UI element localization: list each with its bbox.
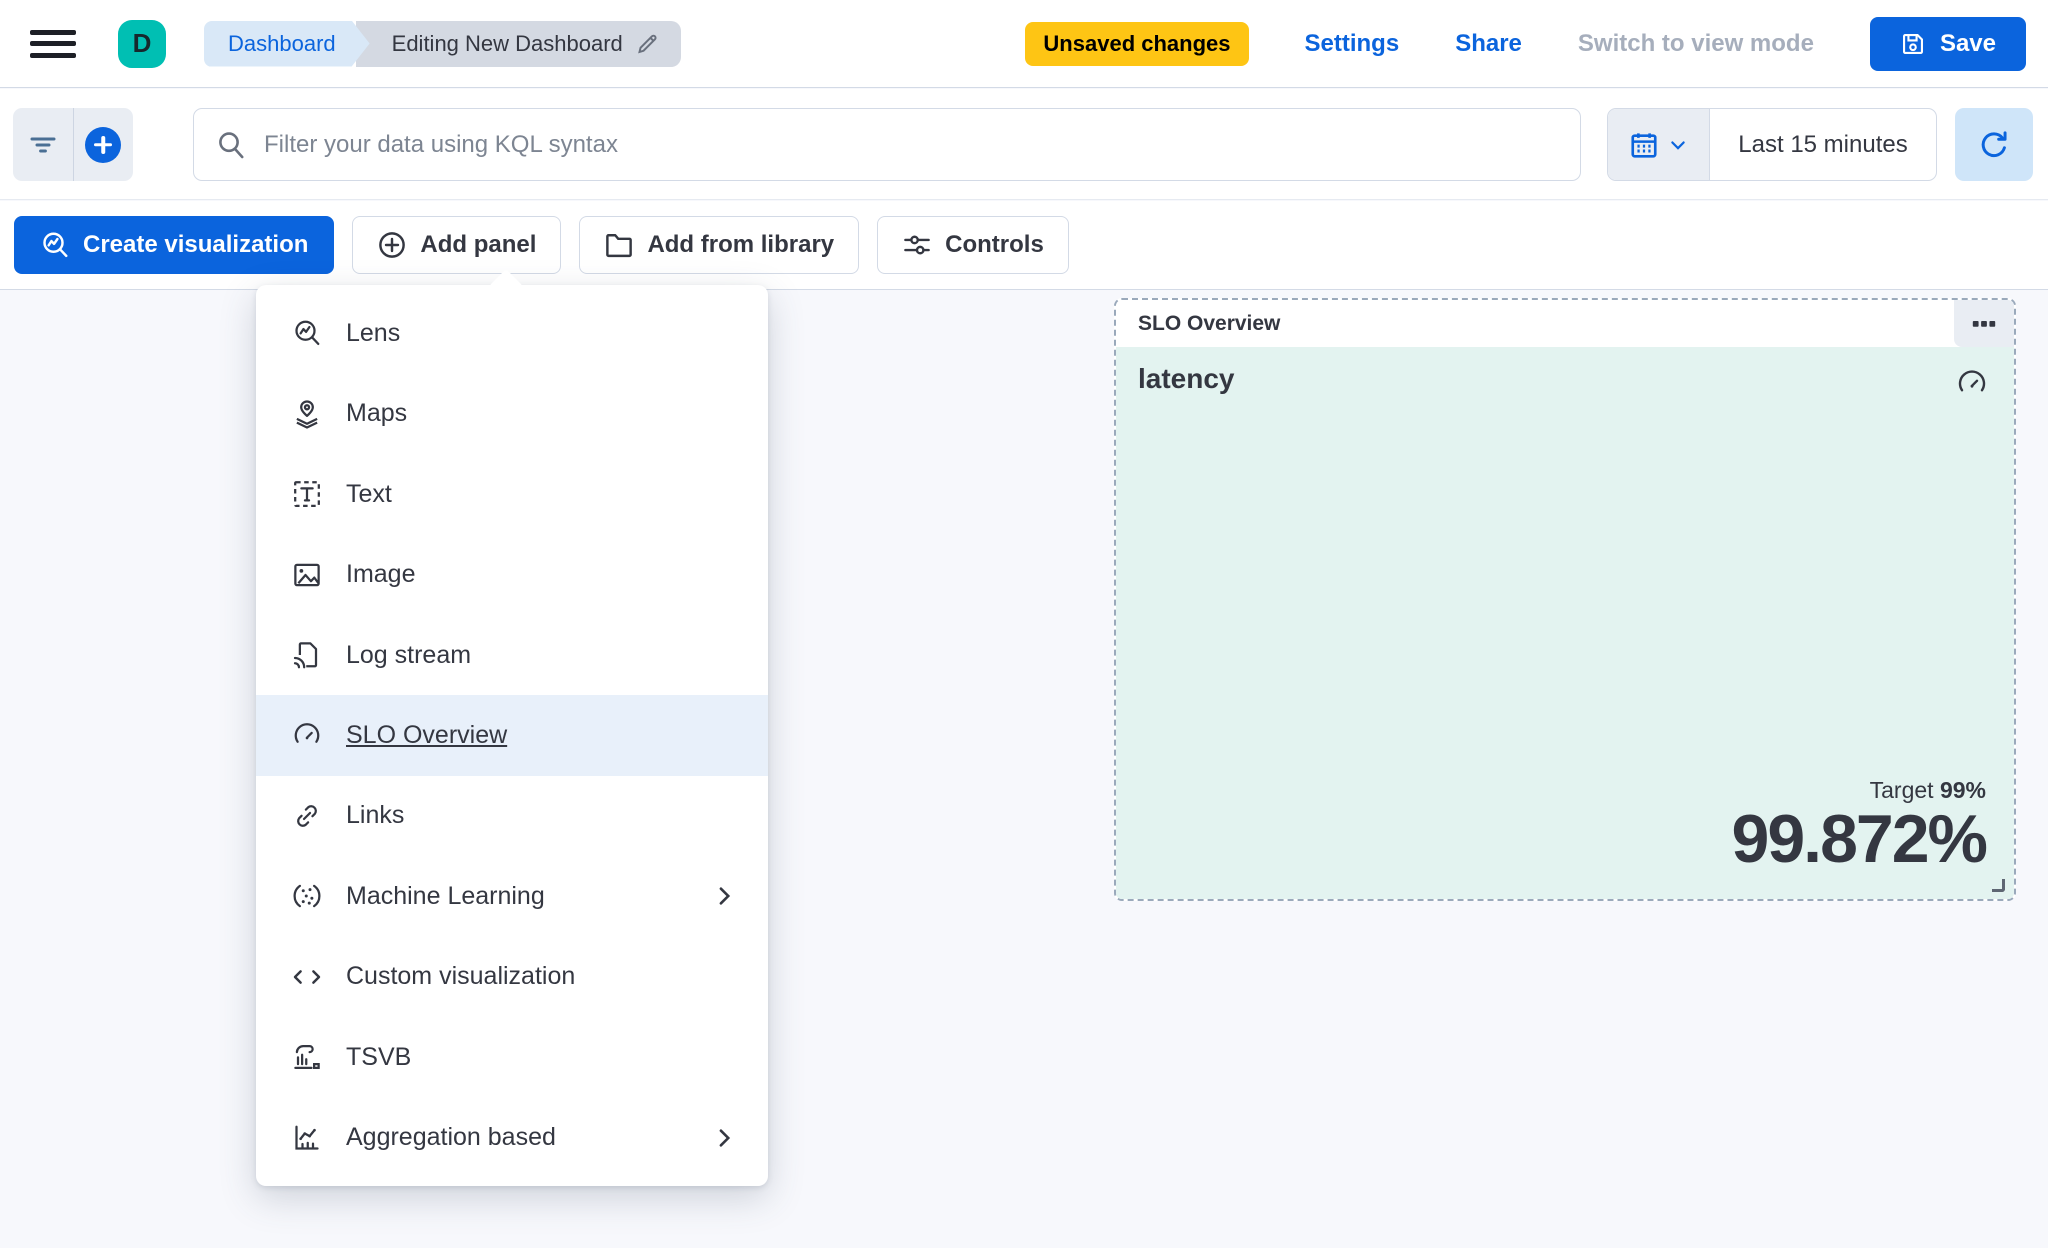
filter-icon (30, 137, 56, 152)
slo-target: Target 99% (1869, 776, 1986, 803)
switch-view-mode-link[interactable]: Switch to view mode (1577, 29, 1814, 57)
tsvb-icon (294, 1045, 320, 1070)
menu-item-maps[interactable]: Maps (256, 373, 768, 453)
calendar-icon (1631, 132, 1657, 158)
menu-item-slo-overview[interactable]: SLO Overview (256, 695, 768, 776)
breadcrumb: Dashboard Editing New Dashboard (204, 20, 681, 67)
chevron-down-icon (1671, 140, 1685, 150)
controls-icon (904, 235, 930, 255)
add-panel-button[interactable]: Add panel (352, 216, 562, 274)
menu-item-lens[interactable]: Lens (256, 293, 768, 373)
boxes-horizontal-icon (1972, 320, 1996, 327)
refresh-button[interactable] (1955, 108, 2033, 181)
breadcrumb-current[interactable]: Editing New Dashboard (355, 20, 681, 67)
panel-title: SLO Overview (1138, 311, 1281, 335)
chevron-right-icon (719, 1129, 731, 1147)
refresh-icon (1981, 130, 2007, 157)
create-visualization-button[interactable]: Create visualization (14, 216, 335, 274)
menu-item-tsvb[interactable]: TSVB (256, 1017, 768, 1097)
save-button[interactable]: Save (1869, 16, 2026, 71)
time-range-value[interactable]: Last 15 minutes (1738, 130, 1908, 158)
top-header: D Dashboard Editing New Dashboard Unsave… (0, 0, 2048, 88)
plus-circle-icon (85, 126, 122, 163)
avatar[interactable]: D (118, 19, 166, 68)
machine-learning-icon (293, 885, 321, 908)
slo-value: 99.872% (1731, 800, 1988, 877)
image-icon (294, 563, 320, 586)
folder-icon (606, 234, 633, 258)
menu-item-aggregation-based[interactable]: Aggregation based (256, 1098, 768, 1178)
panel-header[interactable]: SLO Overview (1116, 300, 2014, 347)
pencil-icon (635, 32, 659, 56)
slo-overview-panel: SLO Overview latency Target 99% 9 (1114, 298, 2016, 901)
edit-toolbar: Create visualization Add panel Add from … (0, 201, 2048, 290)
breadcrumb-dashboard[interactable]: Dashboard (204, 21, 370, 67)
text-icon (294, 481, 320, 508)
link-icon (297, 805, 317, 827)
add-filter-button[interactable] (72, 108, 134, 181)
menu-item-custom-visualization[interactable]: Custom visualization (256, 937, 768, 1017)
filter-menu-button[interactable] (13, 108, 73, 181)
menu-icon[interactable] (30, 24, 76, 64)
save-icon (1900, 31, 1926, 57)
slo-metric-values: Target 99% 99.872% (1731, 776, 1988, 877)
menu-item-image[interactable]: Image (256, 534, 768, 614)
menu-item-machine-learning[interactable]: Machine Learning (256, 856, 768, 936)
time-range-picker: Last 15 minutes (1607, 108, 1937, 181)
menu-item-log-stream[interactable]: Log stream (256, 615, 768, 695)
lens-icon (295, 320, 320, 346)
controls-button[interactable]: Controls (877, 216, 1069, 274)
log-stream-icon (293, 642, 318, 669)
slo-metric-body[interactable]: latency Target 99% 99.872% (1116, 347, 2014, 899)
gauge-icon (1956, 367, 1988, 399)
menu-item-text[interactable]: Text (256, 454, 768, 534)
code-icon (293, 970, 321, 984)
slo-metric-title: latency (1138, 363, 1235, 394)
add-panel-menu: Lens Maps Text Image (256, 269, 768, 1186)
aggregation-icon (295, 1125, 319, 1150)
plus-in-circle-icon (379, 232, 406, 258)
panel-resize-handle[interactable] (1992, 879, 2005, 892)
add-from-library-button[interactable]: Add from library (579, 216, 860, 274)
gauge-icon (294, 723, 320, 744)
maps-icon (296, 399, 318, 429)
settings-link[interactable]: Settings (1304, 29, 1400, 57)
panel-options-button[interactable] (1954, 300, 2014, 347)
share-link[interactable]: Share (1455, 29, 1522, 57)
query-bar: Last 15 minutes (0, 89, 2048, 200)
chevron-right-icon (719, 887, 731, 906)
kql-search-input[interactable] (193, 108, 1581, 181)
filter-button-group (13, 108, 133, 181)
unsaved-changes-badge: Unsaved changes (1025, 21, 1249, 66)
menu-item-links[interactable]: Links (256, 776, 768, 856)
date-picker-calendar-button[interactable] (1608, 109, 1710, 180)
lens-app-icon (43, 232, 68, 258)
